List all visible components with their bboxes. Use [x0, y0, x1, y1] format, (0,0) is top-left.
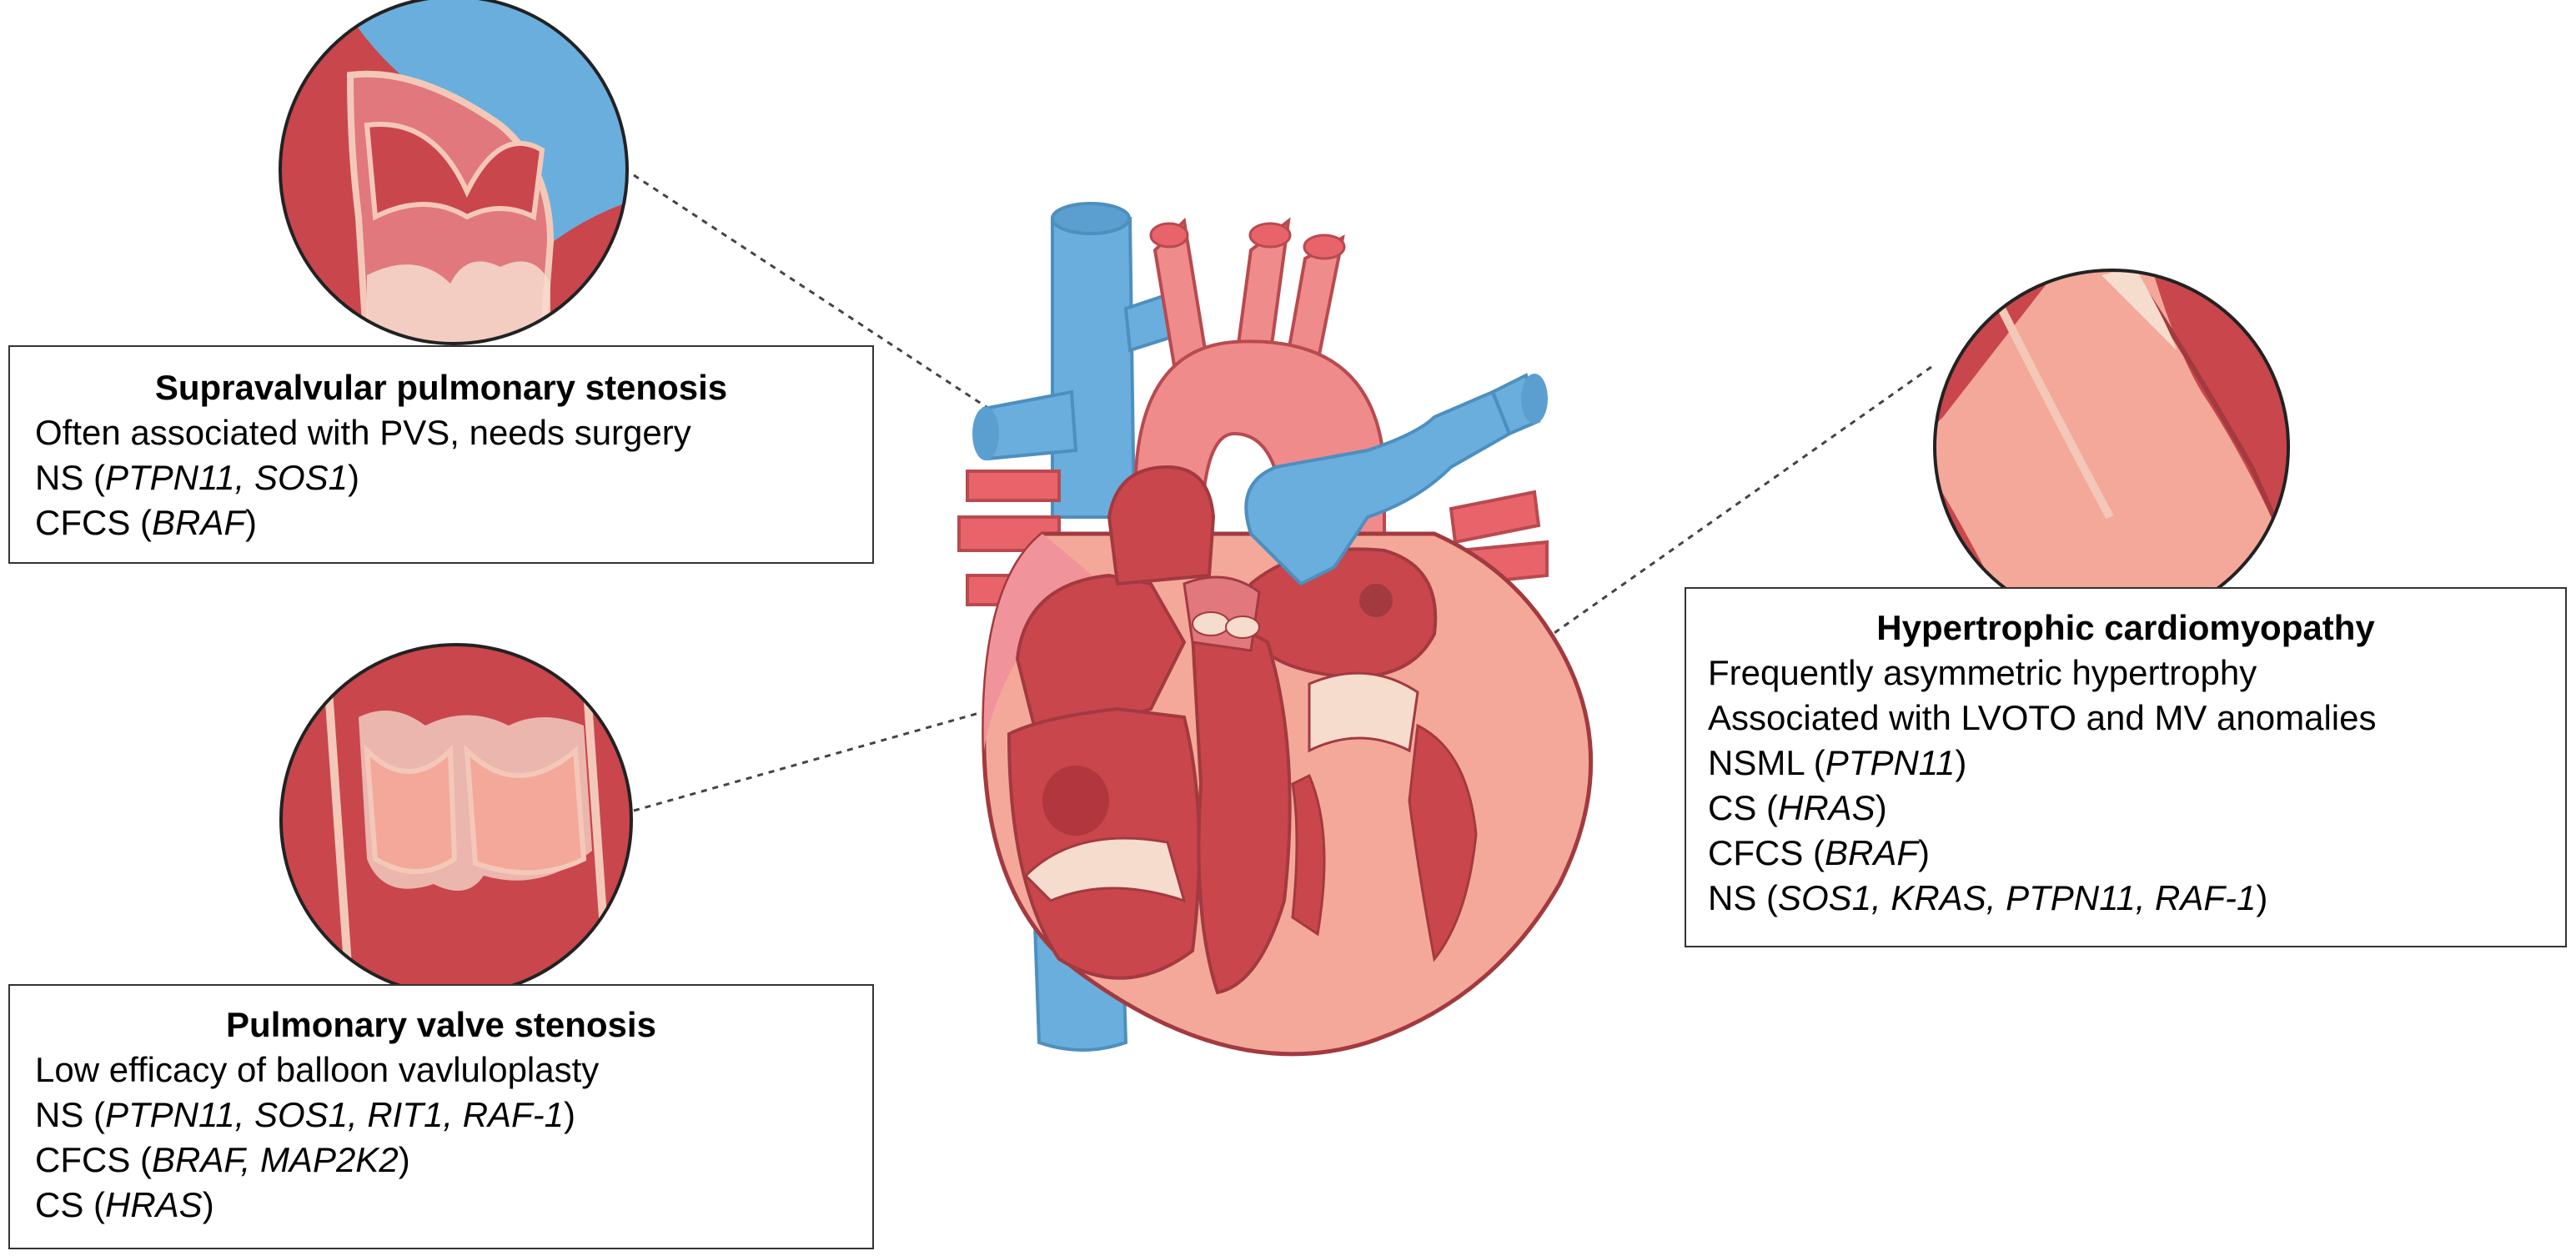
callout-title: Supravalvular pulmonary stenosis [154, 368, 728, 407]
callout-line: CS (HRAS) [35, 1185, 214, 1224]
zoom-circle-hypertrophic [1933, 269, 2290, 625]
interventricular-septum [1190, 625, 1292, 995]
callout-line: NS (SOS1, KRAS, PTPN11, RAF-1) [1708, 878, 2268, 917]
zoom-circle-pulmonary-valve [279, 643, 633, 997]
pulmonary-trunk [1107, 465, 1216, 586]
callout-line: NS (PTPN11, SOS1, RIT1, RAF-1) [35, 1095, 576, 1134]
callout-supravalvular-pulmonary-stenosis: Supravalvular pulmonary stenosis Often a… [8, 345, 874, 564]
callout-line: Low efficacy of balloon vavluloplasty [35, 1050, 600, 1089]
pulmonary-artery [1244, 389, 1512, 586]
callout-hypertrophic-cardiomyopathy: Hypertrophic cardiomyopathy Frequently a… [1685, 587, 2567, 947]
zoom-circle-supravalvular [279, 0, 629, 345]
callout-line: Often associated with PVS, needs surgery [35, 413, 691, 452]
callout-line: CS (HRAS) [1708, 788, 1887, 827]
left-atrium [1249, 547, 1438, 679]
callout-line: CFCS (BRAF) [35, 503, 258, 542]
heart [957, 202, 1594, 1057]
callout-line: NS (PTPN11, SOS1) [35, 458, 360, 497]
superior-vena-cava [1051, 217, 1137, 519]
callout-pulmonary-valve-stenosis: Pulmonary valve stenosis Low efficacy of… [8, 984, 874, 1249]
callout-line: CFCS (BRAF) [1708, 833, 1931, 872]
callout-line: Frequently asymmetric hypertrophy [1708, 653, 2257, 692]
callout-title: Pulmonary valve stenosis [226, 1005, 656, 1044]
callout-title: Hypertrophic cardiomyopathy [1876, 608, 2375, 647]
callout-line: Associated with LVOTO and MV anomalies [1708, 698, 2377, 737]
callout-line: CFCS (BRAF, MAP2K2) [35, 1140, 410, 1179]
callout-line: NSML (PTPN11) [1708, 743, 1967, 782]
